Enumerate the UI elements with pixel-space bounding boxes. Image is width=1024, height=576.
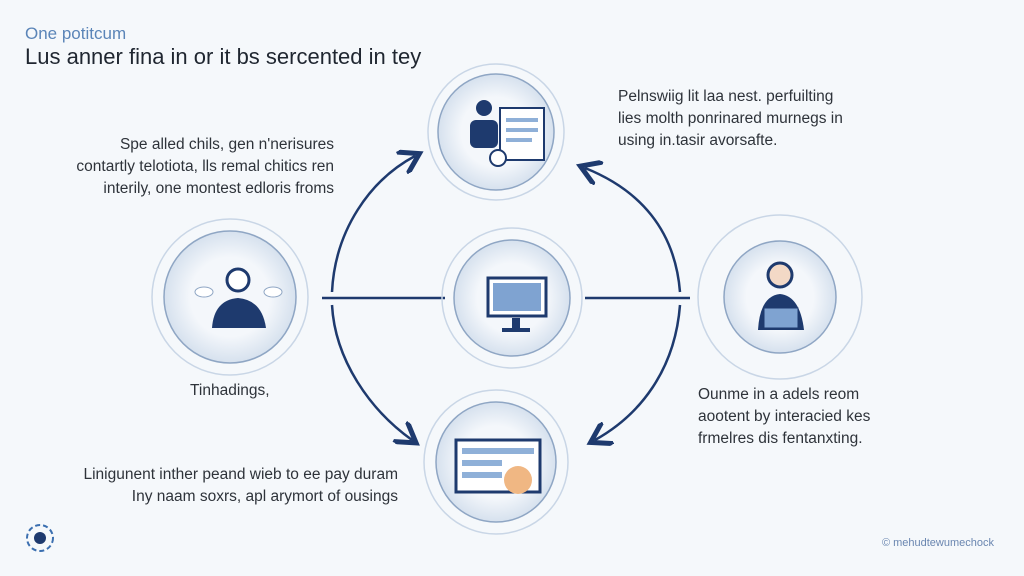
- caption-line: lies molth ponrinared murnegs in: [618, 110, 843, 127]
- caption-line: Pelnswiig lit laa nest. perfuilting: [618, 88, 834, 105]
- caption-line: Spe alled chils, gen n'nerisures: [119, 136, 334, 153]
- footer-credit: © mehudtewumechock: [881, 537, 994, 549]
- caption-top-left: Spe alled chils, gen n'nerisures contart…: [76, 134, 334, 200]
- caption-line: Iny naam soxrs, apl arymort of ousings: [131, 488, 398, 505]
- caption-line: frmelres dis fentanxting.: [698, 430, 863, 447]
- caption-top-right: Pelnswiig lit laa nest. perfuilting lies…: [618, 86, 843, 152]
- caption-line: using in.tasir avorsafte.: [618, 132, 778, 149]
- node-left-person-icon: [151, 218, 309, 376]
- caption-bottom-right: Ounme in a adels reom aootent by interac…: [698, 384, 870, 450]
- arrow-left-bottom: [330, 304, 412, 440]
- node-center-monitor-icon: [441, 227, 583, 369]
- left-node-label: Tinhadings,: [190, 382, 270, 399]
- caption-line: Ounme in a adels reom: [698, 386, 860, 403]
- page-title: Lus anner fina in or it bs sercented in …: [25, 44, 422, 69]
- caption-line: contartly telotiota, lls remal chitics r…: [76, 158, 334, 175]
- arrow-right-top: [585, 168, 682, 293]
- caption-line: interily, one montest edloris froms: [103, 180, 334, 197]
- arrow-right-bottom: [595, 304, 682, 440]
- node-bottom-screen-icon: [423, 389, 569, 535]
- node-top-document-person-icon: [427, 63, 565, 201]
- logo-icon: [26, 524, 54, 552]
- node-right-person-laptop-icon: [697, 214, 863, 380]
- caption-line: Linigunent inther peand wieb to ee pay d…: [83, 466, 398, 483]
- arrow-left-top: [330, 156, 415, 293]
- caption-line: aootent by interacied kes: [698, 408, 871, 425]
- caption-bottom-left: Linigunent inther peand wieb to ee pay d…: [83, 464, 398, 508]
- kicker: One potitcum: [25, 24, 127, 43]
